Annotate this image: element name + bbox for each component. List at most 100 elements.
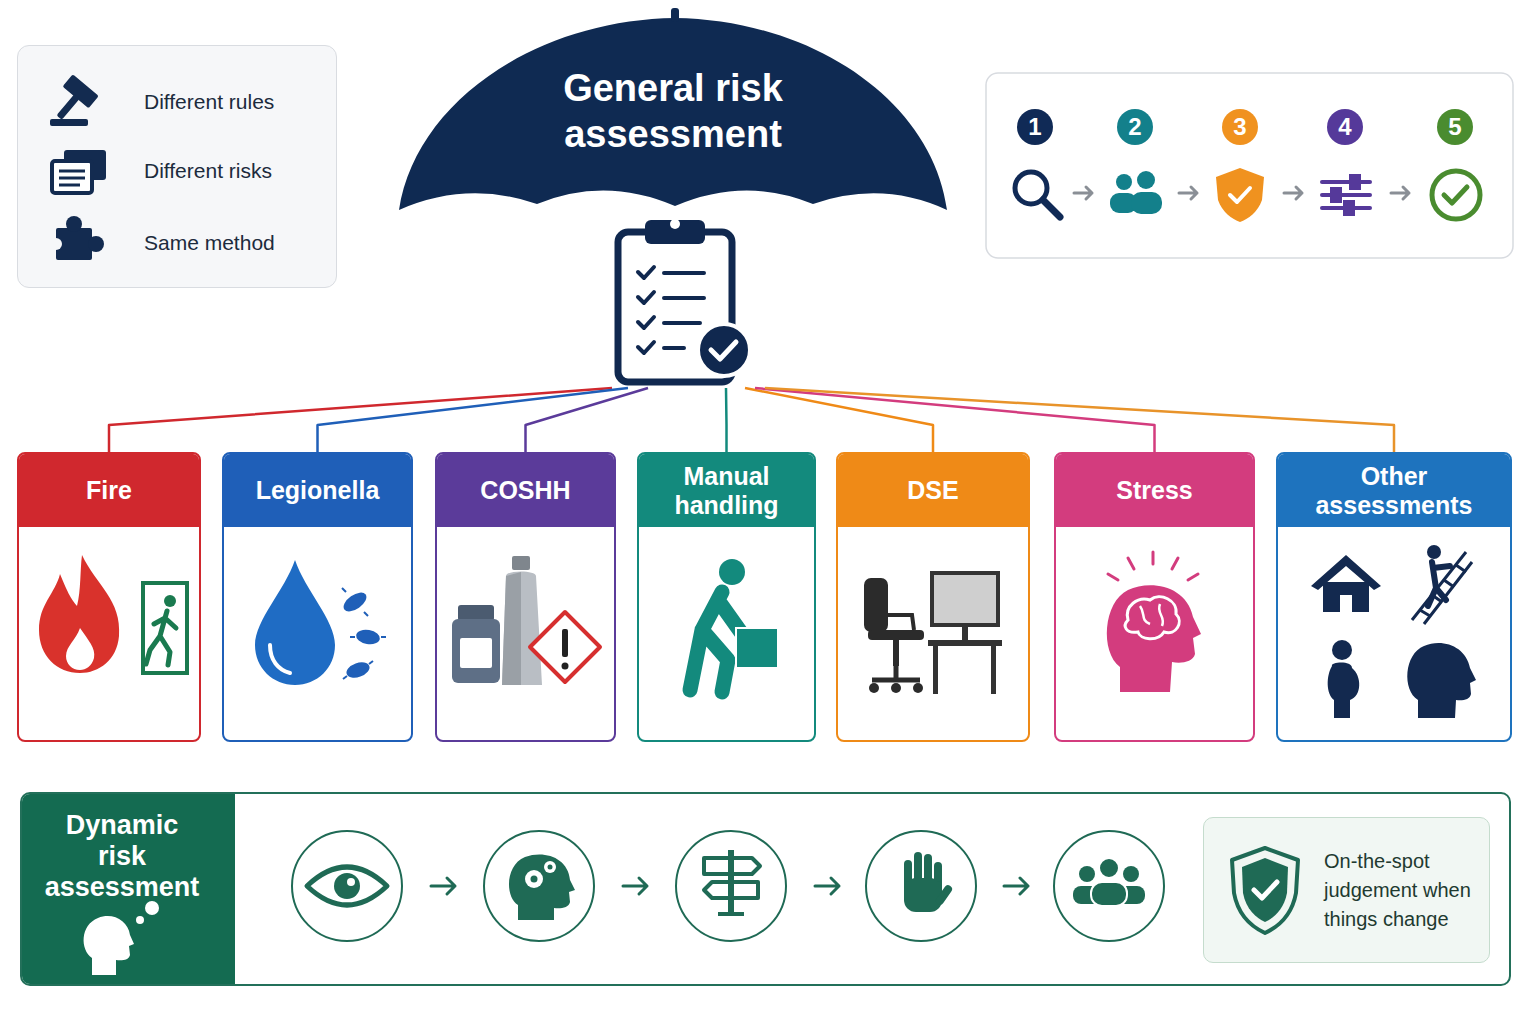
connector-line [755,388,1155,452]
clipboard-icon-part [638,267,654,353]
dynamic-step-circles-part [676,831,786,941]
desk-computer-icon-part [991,646,996,694]
chemical-jar-icon [452,605,500,683]
signpost-icon-part [718,912,744,916]
key-text: Different risks [144,158,272,184]
box-header: Fire [19,454,199,527]
thinking-gears-icon-part [525,870,543,888]
step-arrows-part [1284,187,1302,199]
umbrella-title: General risk assessment [503,65,843,157]
key-text: Different rules [144,89,274,115]
house-icon-part [1311,555,1381,590]
category-box: Legionella [222,452,413,742]
clipboard-icon-part [645,220,705,244]
callout-number: 5 [1435,113,1475,141]
check-circle-icon-part [1444,187,1467,203]
documents-icon-part [52,161,92,193]
people-icon-part [1131,192,1162,214]
chemical-bottle-icon-part [502,572,521,685]
sliders-icon-part [1322,180,1370,184]
pregnant-person-icon-part [1332,640,1352,660]
magnifier-icon [1015,172,1060,217]
team-icon-part [1073,886,1101,904]
pregnant-person-icon-part [1328,663,1360,719]
sliders-icon-part [1345,202,1353,214]
box-title: Other assessments [1300,462,1488,520]
shield-icon-part [1216,168,1264,222]
gavel-icon-part [46,74,99,128]
thinking-gears-icon-part [509,855,575,920]
connector-line [318,388,629,452]
office-chair-icon-part [872,678,920,683]
note-text: On-the-spot judgement when things change [1324,847,1486,934]
desk-computer-icon [928,573,1002,694]
dynamic-arrows-part [815,878,839,894]
people-icon-part [1137,171,1155,189]
magnifier-icon-part [1043,200,1060,217]
check-circle-icon-part [1432,171,1480,219]
category-box: Other assessments [1276,452,1512,742]
umbrella-node: General risk assessment [395,8,951,388]
category-box: Stress [1054,452,1255,742]
thinking-head-icon-part [145,901,159,915]
umbrella-tip [671,8,679,22]
box-title: Fire [86,476,132,505]
gavel-icon-part-part [56,94,79,120]
callout-number: 4 [1325,113,1365,141]
lifting-person-icon-part [736,628,778,668]
dynamic-arrows-part [1004,878,1028,894]
category-box: COSHH [435,452,616,742]
chemical-bottle-icon [502,556,542,685]
stressed-head-icon [1107,552,1201,692]
category-box: DSE [836,452,1030,742]
gavel-icon [46,74,99,128]
people-icon [1110,171,1162,214]
clipboard-icon-part [670,219,680,229]
lifting-person-icon-part [719,559,745,585]
clipboard-icon-part [698,324,750,376]
category-box: Fire [17,452,201,742]
bacteria-icon-part [355,628,381,646]
steps-panel-part [986,73,1513,258]
clipboard-icon-part [618,232,732,382]
hazard-diamond-icon-part [562,663,569,670]
dynamic-band: Dynamic risk assessmentOn-the-spot judge… [20,792,1511,986]
documents-icon-part [64,150,106,180]
key-box: Different rulesDifferent risksSame metho… [17,45,337,288]
box-title: DSE [907,476,958,505]
office-chair-icon-part [893,640,899,666]
hazard-diamond-icon-part [562,629,568,657]
head-silhouette-icon [1407,643,1476,718]
stop-hand-icon-part [934,884,953,907]
dynamic-step-circles-part [484,831,594,941]
sliders-icon-part [1322,206,1370,210]
exit-sign-icon-part [143,583,187,673]
signpost-icon-part [704,882,758,898]
connector-line [526,388,649,452]
water-drop-icon-part [255,560,335,685]
desk-computer-icon-part [933,646,938,694]
exit-sign-icon-part [146,611,176,665]
step-arrows-part [1074,187,1092,199]
gavel-icon-part-part [62,74,98,108]
office-chair-icon-part [913,683,923,693]
chemical-bottle-icon-part [512,556,530,570]
sliders-icon-part [1351,176,1359,188]
box-header: Manual handling [639,454,814,527]
hazard-diamond-icon [530,612,600,682]
thinking-gears-icon [509,855,575,920]
category-box: Manual handling [637,452,816,742]
exit-sign-icon-part [164,595,176,607]
shield-check-icon-part [1242,858,1288,922]
umbrella-canopy [399,18,947,210]
thinking-head-icon [84,901,159,975]
people-icon-part [1110,193,1137,213]
thinking-gears-icon-part [531,876,538,883]
bacteria-icon-part [344,659,371,680]
ladder-climber-icon-part [1412,552,1472,624]
sliders-icon-part [1322,193,1370,197]
stop-hand-icon-part [934,862,942,892]
magnifier-icon-part [1015,172,1047,204]
dynamic-arrows-part [623,878,647,894]
